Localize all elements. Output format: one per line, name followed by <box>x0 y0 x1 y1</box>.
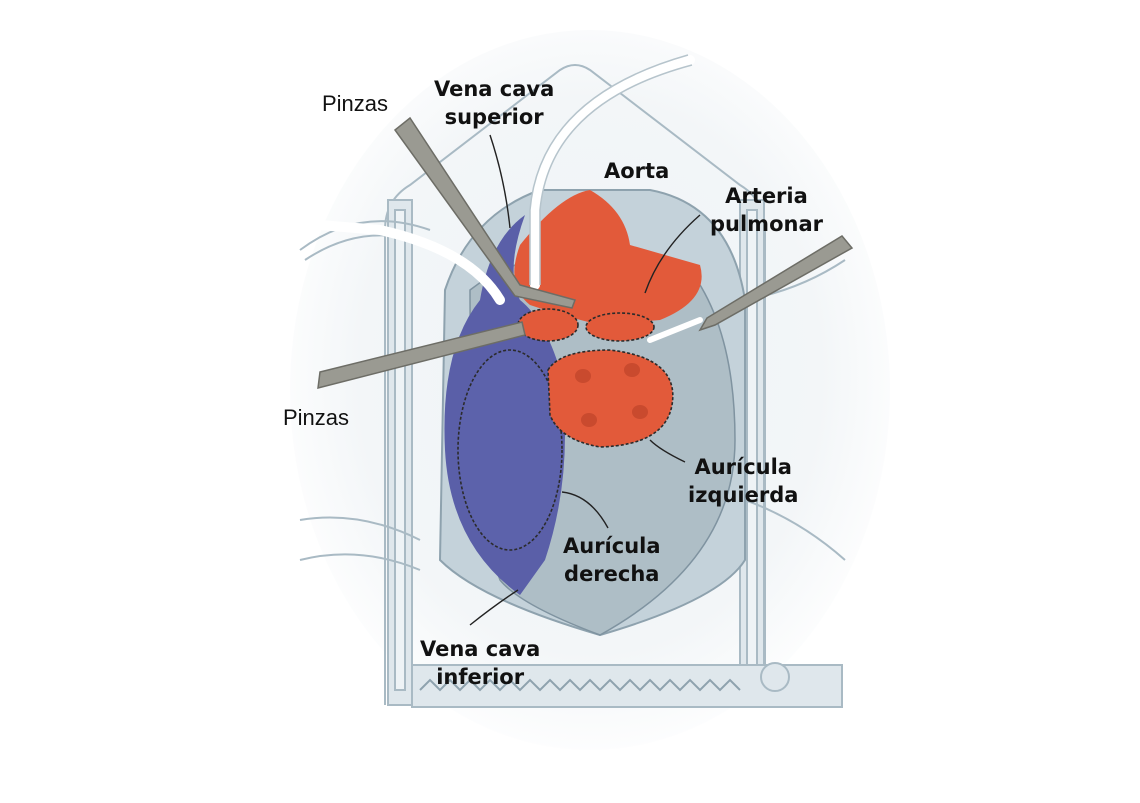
pulmonary-artery-cut <box>585 312 655 342</box>
label-pulmonary-artery: Arteria pulmonar <box>710 182 823 238</box>
la-line-1: Aurícula <box>694 455 792 479</box>
clamp-top <box>393 116 576 309</box>
label-inferior-vena-cava: Vena cava inferior <box>420 635 540 691</box>
label-left-atrium: Aurícula izquierda <box>688 453 798 509</box>
left-atrium-shape <box>547 349 674 448</box>
la-line-2: izquierda <box>688 483 799 507</box>
ivc-line-1: Vena cava <box>420 637 541 661</box>
label-clamp-top: Pinzas <box>322 91 389 116</box>
pulmonary-vein-openings <box>575 363 648 427</box>
pa-line-1: Arteria <box>725 184 808 208</box>
ra-line-2: derecha <box>564 562 660 586</box>
label-superior-vena-cava: Vena cava superior <box>434 75 554 131</box>
clamp-bottom <box>317 321 526 389</box>
label-aorta: Aorta <box>604 159 670 183</box>
sternal-retractor <box>299 64 846 708</box>
svc-line-1: Vena cava <box>434 77 555 101</box>
ivc-line-2: inferior <box>436 665 525 689</box>
svc-line-2: superior <box>444 105 544 129</box>
aorta-shape <box>514 190 702 325</box>
leader-lines <box>469 134 701 626</box>
label-clamp-bottom: Pinzas <box>283 405 350 430</box>
ra-line-1: Aurícula <box>563 534 661 558</box>
pa-line-2: pulmonar <box>710 212 823 236</box>
right-atrium-incision <box>457 349 563 551</box>
clamp-right <box>647 235 854 343</box>
label-right-atrium: Aurícula derecha <box>563 532 661 588</box>
aorta-cut <box>517 308 579 342</box>
cannula-tubes <box>315 55 695 305</box>
